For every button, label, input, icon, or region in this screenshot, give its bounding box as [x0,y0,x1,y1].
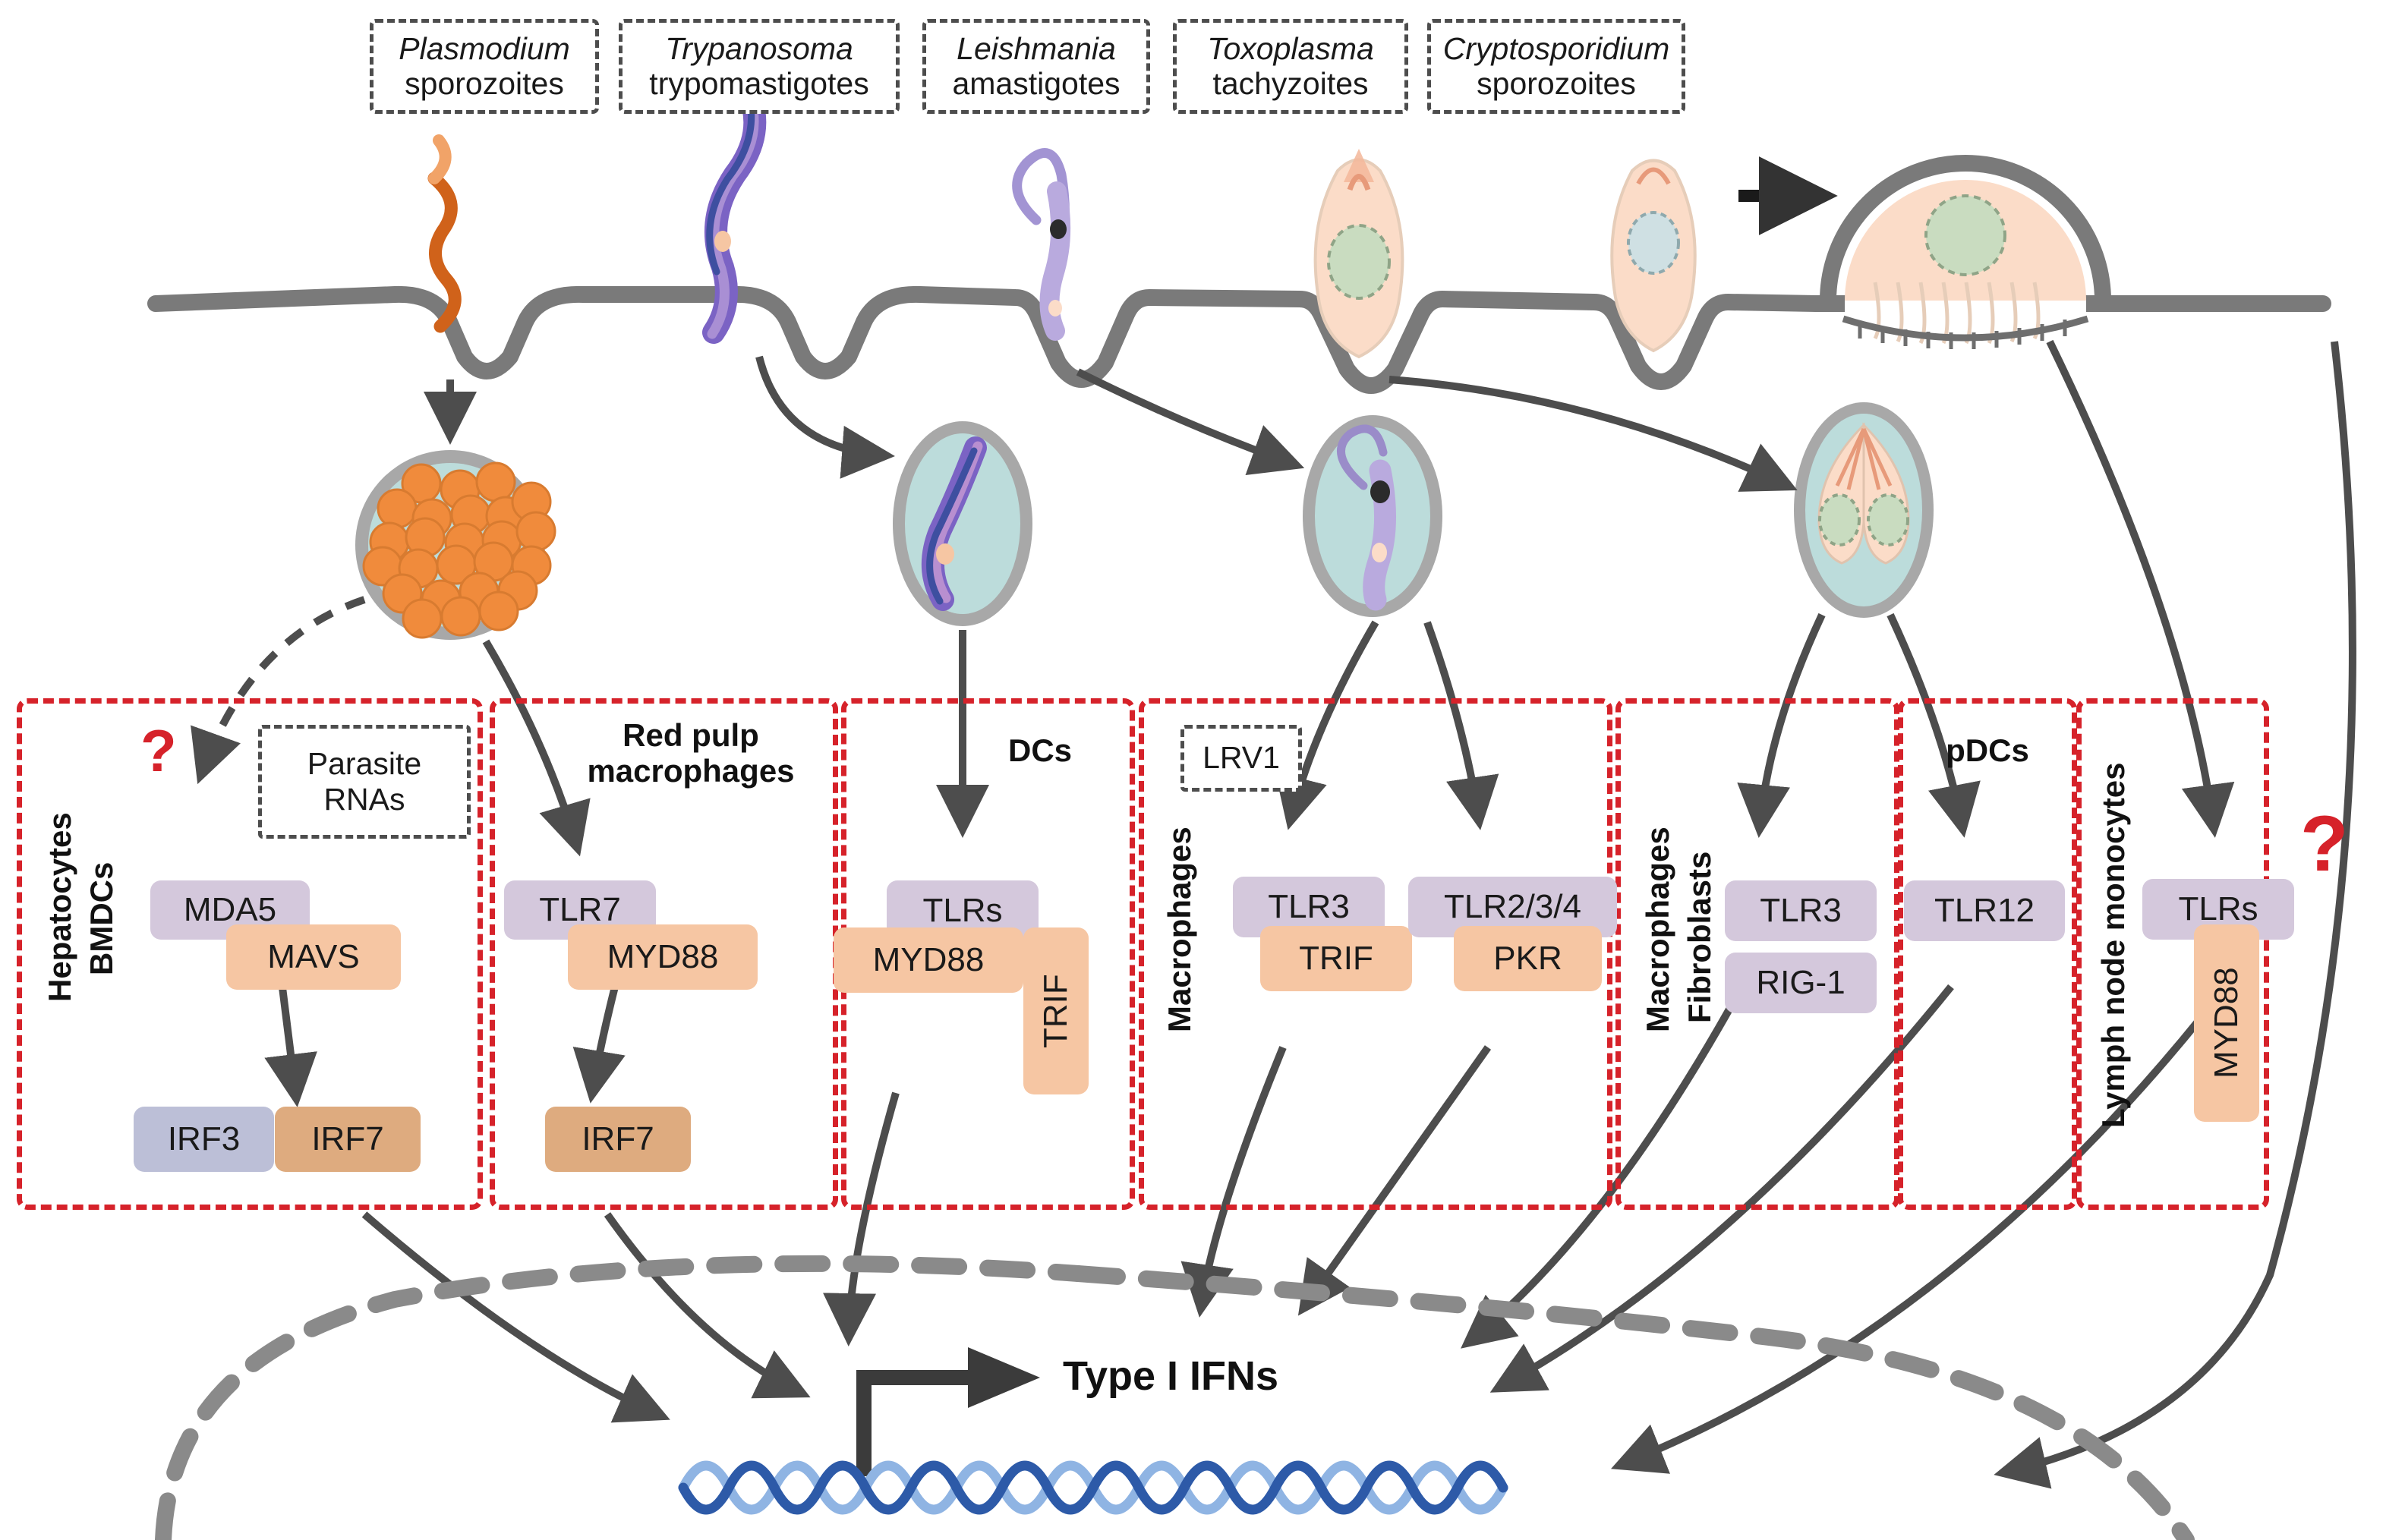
feedback-dashed-curves [155,1255,2195,1540]
parasite-label-plasmodium[interactable]: Plasmodium sporozoites [370,19,599,114]
protein-tlr7[interactable]: TLR7 [504,880,656,940]
title-line-1: Red pulp [623,717,759,753]
dna-helix [678,1460,1508,1515]
arrow-tlr12-to-ifn [1489,984,1954,1393]
protein-tlr3-fibroblast[interactable]: TLR3 [1725,880,1877,941]
protein-myd88-dc[interactable]: MYD88 [834,927,1023,993]
parasite-label-toxoplasma[interactable]: Toxoplasma tachyzoites [1173,19,1408,114]
invasion-arrows [424,355,1798,492]
plasmodium-sporozoite-illustration [427,134,462,333]
arrow-dc-to-ifn [823,1091,900,1346]
question-mark-right: ? [2300,800,2349,888]
arrow-to-tlr3-fibro [1737,613,1826,838]
parasite-rnas-line1: Parasite [307,745,422,781]
parasite-stage: sporozoites [1477,65,1636,101]
parasite-genus: Plasmodium [399,30,570,66]
question-mark-left: ? [140,717,177,784]
parasite-genus: Toxoplasma [1207,30,1374,66]
parasite-stage: tachyzoites [1212,65,1369,101]
arrow-to-tlr7 [482,639,591,857]
arrow-irf-hepato-to-dna [361,1211,670,1423]
compartment-title-lymph-node-monocytes: Lymph node monocytes [2095,762,2131,1128]
arrow-trif-mac-to-ifn [1180,1046,1287,1318]
compartment-macrophages[interactable] [1139,698,1612,1210]
type-i-ifns-label: Type I IFNs [1063,1353,1279,1399]
infected-dc-leishmania-illustration [1303,415,1442,617]
leishmania-amastigote-illustration [1012,148,1071,341]
arrow-to-tlr3-macrophage [1275,620,1379,830]
parasite-stage: trypomastigotes [649,65,869,101]
compartment-pdcs[interactable] [1898,698,2077,1210]
protein-tlr12[interactable]: TLR12 [1904,880,2065,941]
ifn-output-arrows [361,341,2356,1489]
subbox-parasite-rnas[interactable]: Parasite RNAs [258,725,471,839]
dashed-arrows-rna [191,596,366,785]
toxoplasma-tachyzoite-illustration [1313,149,1404,359]
arrow-myd88-to-irf7 [572,985,626,1104]
subbox-lrv1[interactable]: LRV1 [1180,725,1302,792]
parasite-label-leishmania[interactable]: Leishmania amastigotes [922,19,1150,114]
protein-irf7-redpulp[interactable]: IRF7 [545,1107,691,1172]
protein-irf3[interactable]: IRF3 [134,1107,274,1172]
compartment-macrophages-fibroblasts[interactable] [1615,698,1899,1210]
compartment-title-macrophages-fibro-line2: Fibroblasts [1682,851,1717,1024]
compartment-title-macrophages: Macrophages [1162,827,1197,1033]
compartment-title-dcs: DCs [1007,732,1073,768]
compartment-title-hepatocytes-line1: Hepatocytes [42,812,77,1002]
arrow-crypto-unknown-to-dna [1994,341,2356,1489]
arrow-to-tlrs-lymph [2046,339,2235,838]
arrow-to-tlr234 [1423,621,1499,830]
trypanosoma-trypomastigote-illustration [702,80,767,344]
protein-myd88-redpulp[interactable]: MYD88 [568,924,758,990]
compartment-title-pdcs: pDCs [1946,732,2029,768]
parasite-genus: Leishmania [957,30,1116,66]
compartment-title-red-pulp: Red pulp macrophages [562,717,820,789]
arrow-irf7-redpulp-to-dna [604,1212,811,1399]
parasite-label-cryptosporidium[interactable]: Cryptosporidium sporozoites [1427,19,1685,114]
parasite-genus: Cryptosporidium [1442,30,1670,66]
protein-trif-macrophage[interactable]: TRIF [1260,926,1412,991]
arrow-leishmania-to-dc [1076,368,1305,476]
arrow-to-tlr12 [1886,613,1981,838]
title-line-2: macrophages [587,753,795,789]
transcription-arrow [856,1347,1040,1476]
cryptosporidium-sporozoite-illustration [1610,159,1697,353]
compartment-lymph-node-monocytes[interactable] [2076,698,2269,1210]
infected-cell-toxoplasma-vacuole-illustration [1794,402,1934,618]
protein-mavs[interactable]: MAVS [226,924,401,990]
signaling-entry-arrows [482,339,2235,857]
compartment-title-macrophages-fibro-line1: Macrophages [1640,827,1675,1033]
parasite-genus: Trypanosoma [665,30,853,66]
protein-myd88-lymph[interactable]: MYD88 [2194,924,2259,1122]
arrow-hepatocyte-to-parasite-rnas [191,596,366,785]
protein-trif-dc[interactable]: TRIF [1023,927,1089,1094]
arrow-trypanosoma-to-cell [755,355,895,479]
arrow-toxoplasma-to-cell [1388,376,1798,492]
cryptosporidium-epicellular-illustration [1820,155,2111,349]
parasite-stage: amastigotes [952,65,1121,101]
protein-irf7-hepato[interactable]: IRF7 [275,1107,421,1172]
parasite-stage: sporozoites [405,65,564,101]
arrow-pkr-to-ifn [1297,1045,1492,1316]
arrow-mavs-to-irf [264,975,317,1107]
cascade-arrows [264,975,626,1107]
parasite-rnas-line2: RNAs [323,782,405,817]
infected-cell-trypanosoma-illustration [893,421,1032,626]
infected-hepatocyte-illustration [355,450,556,640]
arrow-myd88-lymph-to-dna [1611,1014,2205,1474]
protein-pkr[interactable]: PKR [1454,926,1602,991]
compartment-hepatocytes-bmdcs[interactable] [17,698,483,1210]
compartment-title-hepatocytes-line2: BMDCs [84,861,119,975]
protein-rig1[interactable]: RIG-1 [1725,953,1877,1013]
parasite-label-trypanosoma[interactable]: Trypanosoma trypomastigotes [619,19,900,114]
